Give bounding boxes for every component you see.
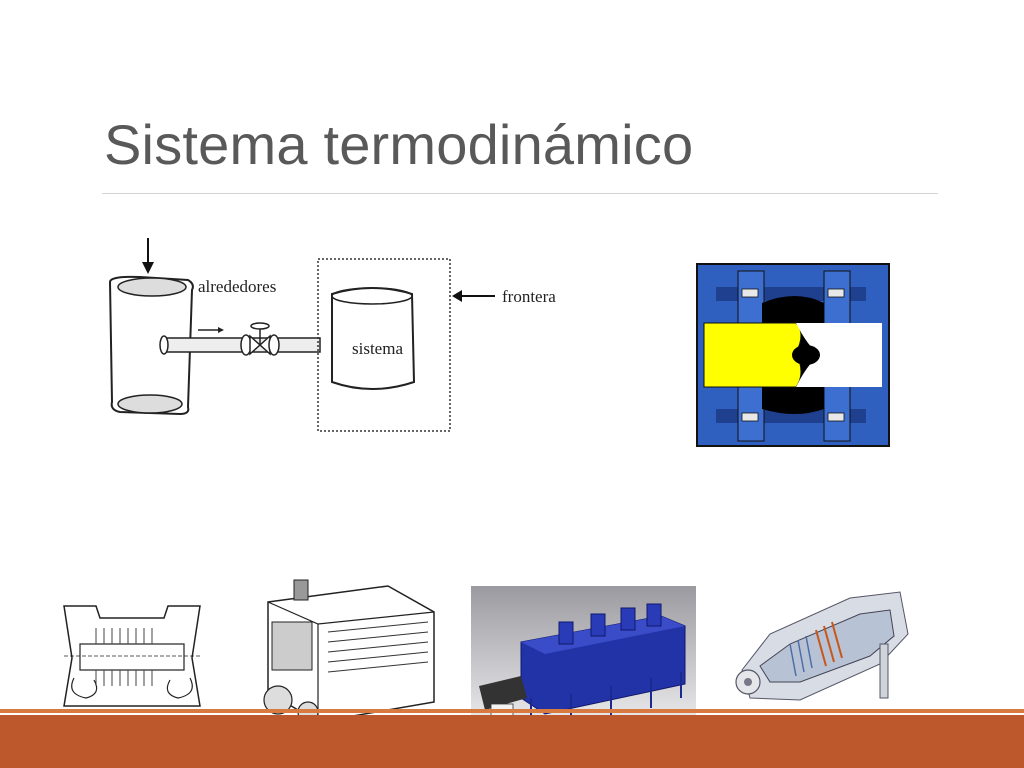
footer-accent-band [0, 715, 1024, 768]
industrial-oven-image [471, 586, 696, 739]
gas-turbine-cutaway-image [730, 574, 915, 718]
gas-turbine-cutaway-icon [730, 574, 915, 718]
turbine-section-drawing-icon [56, 598, 208, 712]
footer-accent-line [0, 709, 1024, 713]
boundary-label: frontera [502, 287, 556, 306]
thermodynamic-system-diagram: alrededores sistema frontera [100, 232, 570, 437]
page-title: Sistema termodinámico [104, 113, 694, 176]
system-label: sistema [352, 339, 403, 358]
valve-cutaway-icon [696, 263, 890, 447]
surroundings-label: alrededores [198, 277, 276, 296]
diagram-drawing: alrededores sistema frontera [108, 238, 556, 432]
valve-cross-section-image [696, 263, 890, 447]
compressor-cross-section-image [56, 598, 208, 712]
conveyor-oven-icon [471, 586, 696, 739]
title-divider [102, 193, 938, 194]
